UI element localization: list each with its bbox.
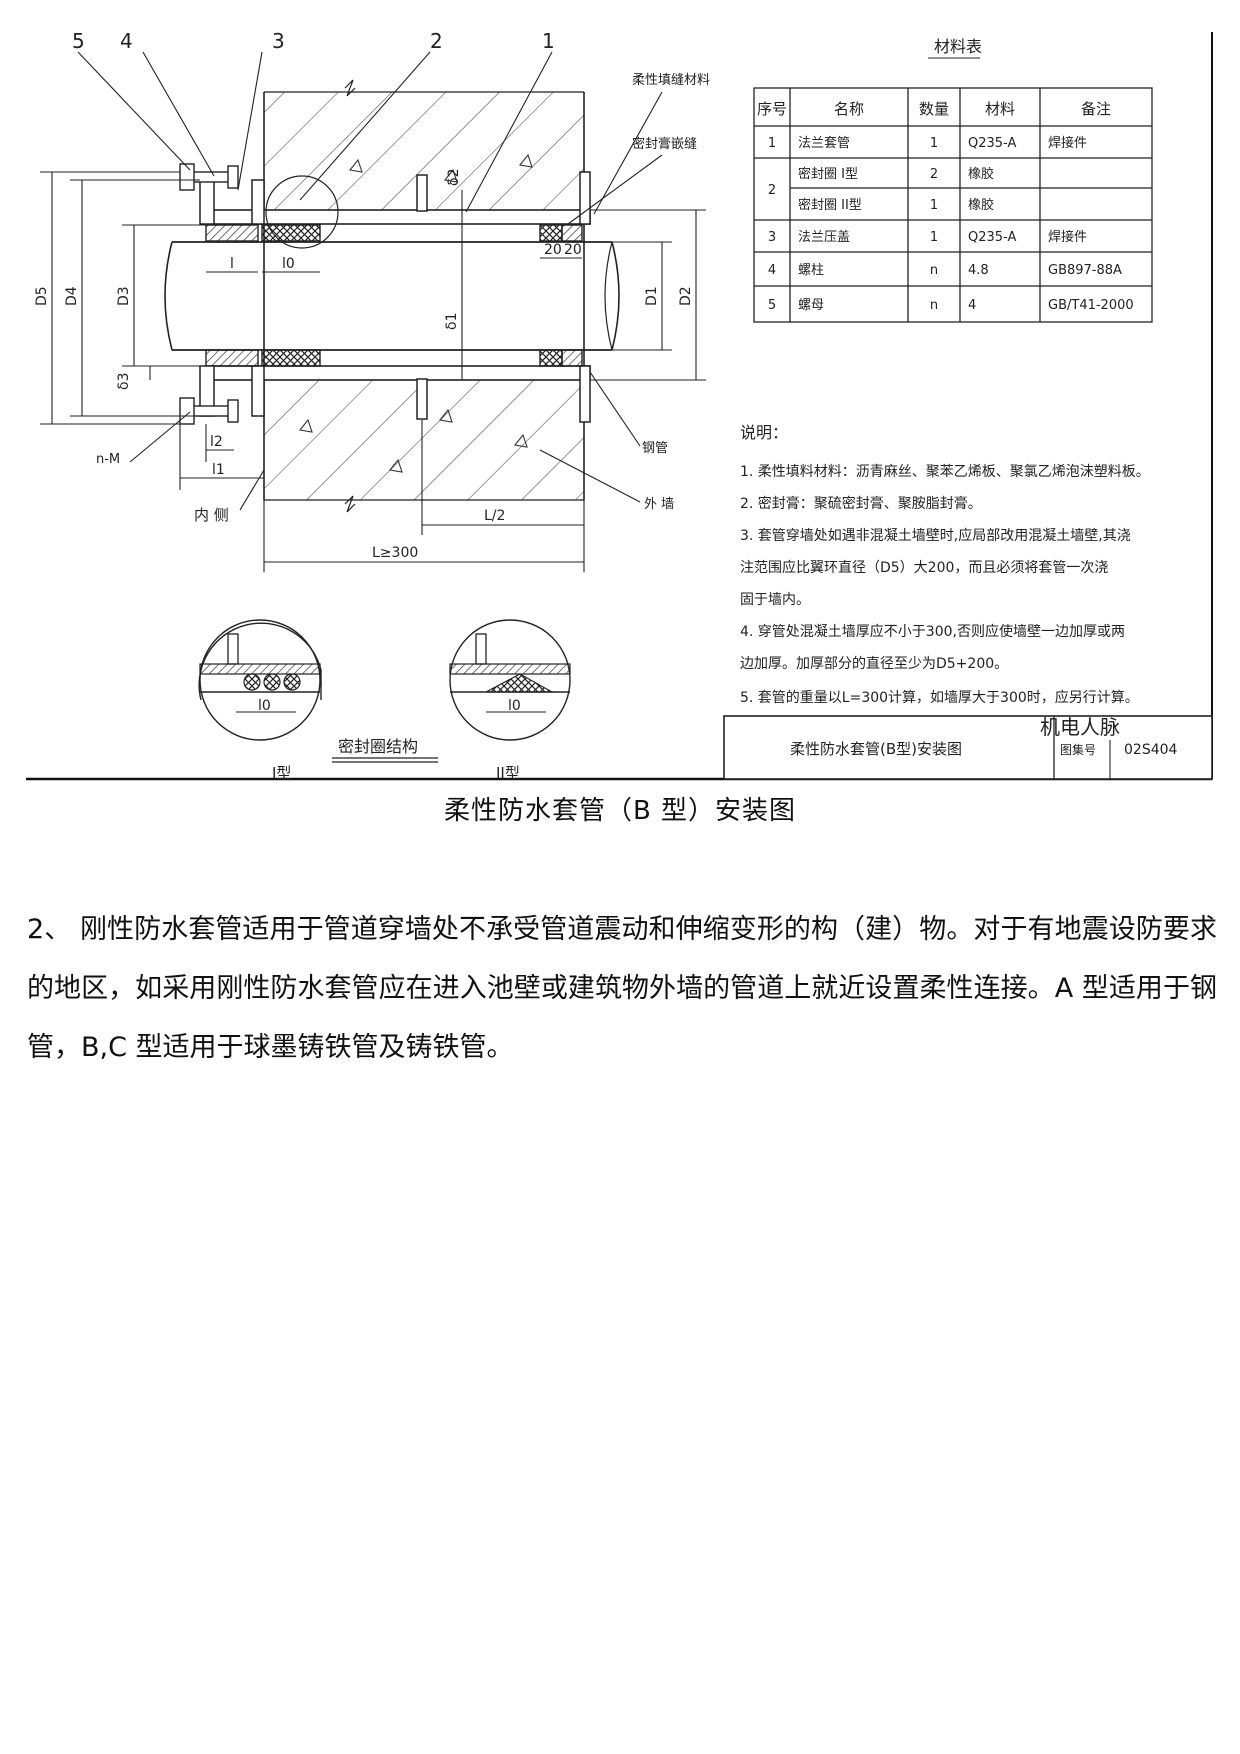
seal-type2-label: II型 bbox=[496, 764, 520, 782]
watermark-text: 机电人脉 bbox=[1040, 715, 1120, 739]
body-paragraph: 2、 刚性防水套管适用于管道穿墙处不承受管道震动和伸缩变形的构（建）物。对于有地… bbox=[27, 914, 1217, 1063]
notes: 说明： 1. 柔性填料材料：沥青麻丝、聚苯乙烯板、聚氯乙烯泡沫塑料板。 2. 密… bbox=[740, 423, 1150, 706]
title-block-name: 柔性防水套管(B型)安装图 bbox=[790, 740, 962, 758]
dimension-labels: D5 D4 D3 D1 D2 δ1 δ2 δ3 l l0 20 20 l2 l1… bbox=[34, 169, 694, 561]
installation-drawing: 5 4 3 2 1 柔性填缝材料 密封膏嵌缝 钢管 外 墙 内 侧 n-M D5… bbox=[26, 29, 1213, 782]
figure-caption: 柔性防水套管（B 型）安装图 bbox=[443, 796, 797, 826]
materials-cell: 法兰套管 bbox=[798, 135, 850, 151]
note-4-cont: 边加厚。加厚部分的直径至少为D5+200。 bbox=[740, 655, 1008, 672]
seal-detail-title: 密封圈结构 bbox=[338, 737, 418, 756]
materials-cell: 1 bbox=[930, 230, 938, 245]
dim-l1: l1 bbox=[212, 462, 225, 478]
dim-d3: D3 bbox=[116, 286, 132, 306]
callout-5: 5 bbox=[72, 29, 85, 53]
title-block: 柔性防水套管(B型)安装图 图集号 02S404 机电人脉 bbox=[723, 715, 1213, 780]
dim-d1: D1 bbox=[644, 286, 660, 306]
label-filler: 柔性填缝材料 bbox=[632, 73, 710, 88]
dim-d4: D4 bbox=[64, 286, 80, 306]
label-steel-pipe: 钢管 bbox=[642, 441, 668, 456]
materials-cell: n bbox=[930, 263, 938, 278]
dim-length: L≥300 bbox=[372, 545, 418, 561]
title-block-code: 02S404 bbox=[1124, 742, 1178, 758]
materials-cell: 焊接件 bbox=[1048, 229, 1087, 245]
note-5: 5. 套管的重量以L=300计算，如墙厚大于300时，应另行计算。 bbox=[740, 689, 1139, 706]
callout-1: 1 bbox=[542, 29, 555, 53]
steel-pipe bbox=[164, 241, 620, 351]
callout-2: 2 bbox=[430, 29, 443, 53]
materials-header-cell: 材料 bbox=[985, 100, 1015, 118]
materials-cell: 橡胶 bbox=[968, 197, 994, 213]
title-block-label: 图集号 bbox=[1060, 742, 1096, 757]
materials-cell: 4 bbox=[968, 298, 976, 313]
materials-cell: 2 bbox=[768, 183, 776, 198]
dim-20a: 20 bbox=[544, 242, 562, 258]
note-3-cont2: 固于墙内。 bbox=[740, 592, 810, 608]
callout-numbers: 5 4 3 2 1 bbox=[72, 29, 555, 53]
seal-type1-label: I型 bbox=[272, 764, 291, 782]
materials-cell: n bbox=[930, 298, 938, 313]
materials-cell: GB897-88A bbox=[1048, 263, 1122, 278]
callout-4: 4 bbox=[120, 29, 133, 53]
label-sealant: 密封膏嵌缝 bbox=[632, 136, 697, 152]
materials-cell: 焊接件 bbox=[1048, 135, 1087, 151]
dim-d2: D2 bbox=[678, 286, 694, 306]
label-bolt: n-M bbox=[96, 452, 120, 467]
wall-section bbox=[263, 79, 585, 513]
dim-l0: l0 bbox=[282, 256, 295, 272]
materials-cell: 2 bbox=[930, 167, 938, 182]
sleeve-assembly bbox=[179, 163, 591, 425]
note-3: 3. 套管穿墙处如遇非混凝土墙壁时,应局部改用混凝土墙壁,其浇 bbox=[740, 527, 1131, 544]
notes-title: 说明： bbox=[740, 423, 788, 442]
materials-cell: Q235-A bbox=[968, 136, 1016, 151]
materials-header-cell: 名称 bbox=[834, 100, 864, 118]
materials-cell: GB/T41-2000 bbox=[1048, 298, 1134, 313]
note-2: 2. 密封膏：聚硫密封膏、聚胺脂封膏。 bbox=[740, 495, 982, 512]
dim-20b: 20 bbox=[564, 242, 582, 258]
note-1: 1. 柔性填料材料：沥青麻丝、聚苯乙烯板、聚氯乙烯泡沫塑料板。 bbox=[740, 463, 1150, 480]
section-labels: 柔性填缝材料 密封膏嵌缝 钢管 外 墙 内 侧 n-M bbox=[96, 73, 710, 524]
materials-cell: 密封圈 II型 bbox=[798, 197, 862, 213]
materials-cell: 螺柱 bbox=[798, 263, 824, 278]
materials-title: 材料表 bbox=[934, 37, 982, 56]
materials-cell: Q235-A bbox=[968, 230, 1016, 245]
seal-detail-type1 bbox=[198, 619, 322, 741]
dim-l2: l2 bbox=[210, 434, 223, 450]
materials-header-cell: 数量 bbox=[919, 100, 949, 118]
dim-delta2: δ2 bbox=[446, 169, 462, 186]
seal-l0-b: l0 bbox=[508, 698, 521, 714]
note-4: 4. 穿管处混凝土墙厚应不小于300,否则应使墙壁一边加厚或两 bbox=[740, 623, 1125, 640]
dimension-lines bbox=[40, 51, 706, 572]
seal-detail-labels: l0 l0 密封圈结构 I型 II型 bbox=[258, 698, 521, 782]
dim-d5: D5 bbox=[34, 286, 50, 306]
materials-cell: 5 bbox=[768, 298, 776, 313]
materials-cell: 1 bbox=[930, 136, 938, 151]
label-inner-side: 内 侧 bbox=[194, 506, 229, 524]
materials-cell: 4 bbox=[768, 263, 776, 278]
seal-detail-type2 bbox=[449, 619, 571, 741]
materials-cell: 密封圈 I型 bbox=[798, 166, 858, 182]
materials-cell: 法兰压盖 bbox=[798, 230, 850, 245]
materials-cell: 1 bbox=[768, 136, 776, 151]
note-3-cont: 注范围应比翼环直径（D5）大200，而且必须将套管一次浇 bbox=[740, 559, 1108, 576]
materials-header-cell: 备注 bbox=[1081, 100, 1111, 118]
materials-cell: 1 bbox=[930, 198, 938, 213]
dim-delta1: δ1 bbox=[444, 313, 460, 330]
materials-cell: 3 bbox=[768, 230, 776, 245]
dim-half-l: L/2 bbox=[484, 508, 505, 524]
seal-l0-a: l0 bbox=[258, 698, 271, 714]
dim-delta3: δ3 bbox=[116, 373, 132, 390]
materials-cell: 4.8 bbox=[968, 263, 989, 278]
materials-cell: 螺母 bbox=[798, 298, 824, 313]
label-outer-wall: 外 墙 bbox=[644, 497, 674, 512]
materials-cell: 橡胶 bbox=[968, 166, 994, 182]
materials-header-cell: 序号 bbox=[757, 100, 787, 118]
callout-3: 3 bbox=[272, 29, 285, 53]
dim-l: l bbox=[230, 256, 234, 272]
